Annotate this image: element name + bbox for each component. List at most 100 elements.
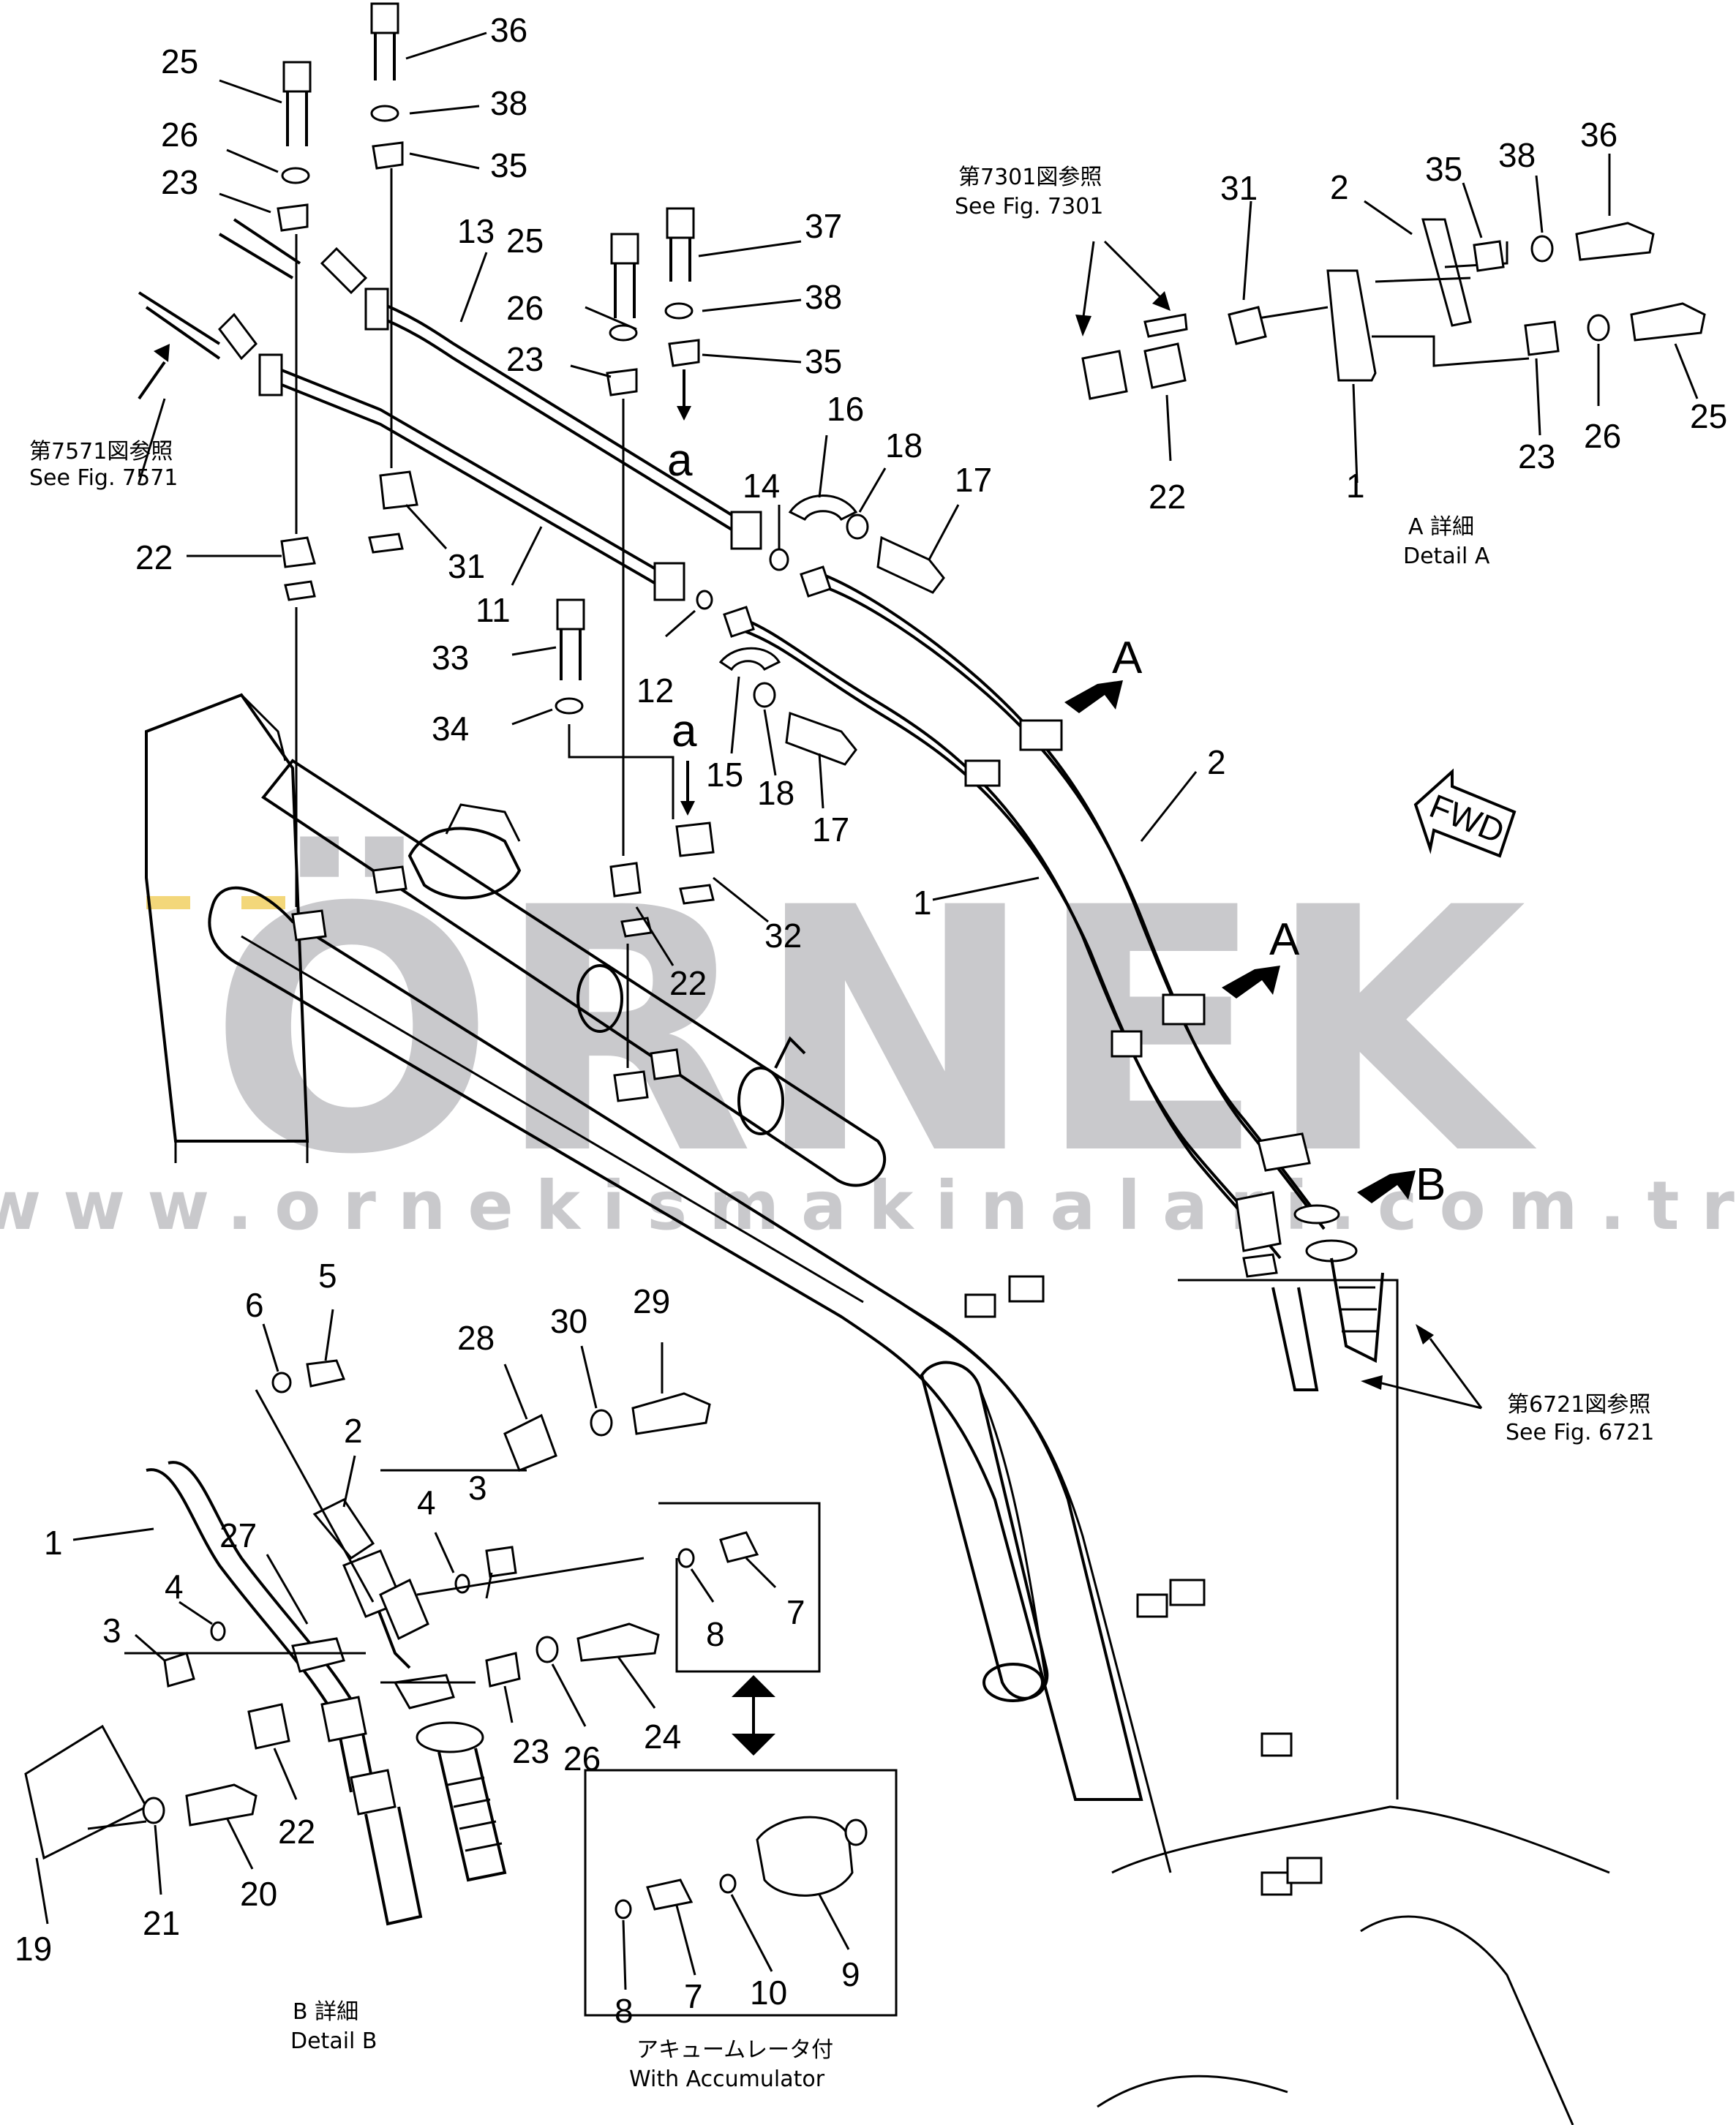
cylinder-ring	[576, 964, 623, 1033]
da-bolt-25	[1630, 302, 1706, 342]
leader	[511, 708, 553, 726]
part-label: 16	[827, 390, 864, 428]
da-bar-1	[1326, 269, 1377, 382]
boom-frame-edge	[240, 693, 287, 761]
part-label: 2	[344, 1412, 363, 1450]
clamp-plate	[620, 917, 653, 938]
leader	[818, 435, 828, 498]
ref-6721-en: See Fig. 6721	[1506, 1420, 1654, 1445]
bolt-shank	[286, 91, 308, 146]
part-label: 5	[318, 1257, 337, 1295]
flange	[218, 312, 258, 361]
db-plug-3	[485, 1546, 517, 1578]
ref-6721-jp: 第6721図参照	[1507, 1392, 1650, 1418]
part-label: 22	[669, 964, 707, 1002]
pipe-stub	[138, 291, 221, 360]
da-lines	[1258, 241, 1508, 320]
arrow-head	[1361, 1375, 1383, 1390]
line-clamp	[1008, 1275, 1045, 1303]
da-bar-2	[1421, 218, 1472, 327]
da-clamp-31	[1228, 306, 1267, 345]
db-hose-end	[364, 1806, 423, 1926]
ref-7301-en: See Fig. 7301	[955, 194, 1103, 219]
pipe-clamp	[1019, 719, 1063, 751]
part-label: 4	[417, 1483, 436, 1522]
part-labels: 25 26 23 36 38 35 13 25 37 26 38 23 35 1…	[15, 11, 1727, 2030]
leader	[154, 1824, 162, 1895]
line-clamp	[964, 1293, 996, 1318]
acc-fitting-7	[646, 1878, 694, 1911]
part-label: 1	[913, 884, 932, 922]
leader-lines	[138, 31, 1198, 966]
leader	[675, 1905, 696, 1976]
db-flange-round	[416, 1721, 484, 1753]
part-label: 22	[278, 1813, 315, 1851]
markers: a a A A B	[667, 435, 1446, 1210]
flange	[1293, 1204, 1340, 1225]
db-fitting	[379, 1578, 429, 1641]
rod-11-edge	[270, 379, 660, 587]
leader	[405, 31, 487, 60]
leader	[763, 709, 777, 776]
leader	[1352, 383, 1359, 484]
part-label: 26	[1584, 417, 1621, 455]
cylinder-clamp-top	[445, 803, 521, 842]
flange	[1305, 1239, 1358, 1263]
part-label: 19	[15, 1930, 52, 1968]
ref-arrow	[1378, 1381, 1482, 1410]
da-clamp-22	[1143, 342, 1187, 389]
part-label: 7	[786, 1593, 805, 1631]
bolt-shank	[669, 238, 691, 282]
leader	[266, 1554, 309, 1625]
bolt-shank	[374, 33, 396, 80]
db-pipe-1-edge	[168, 1461, 375, 1786]
leader	[405, 503, 448, 550]
bolt	[876, 535, 945, 594]
plate	[277, 203, 309, 232]
o-ring	[696, 590, 713, 610]
leader	[511, 646, 557, 656]
clamp-boom	[613, 1070, 649, 1102]
db-bracket-19	[24, 1724, 149, 1860]
line-clamp	[1286, 1857, 1323, 1884]
da-washer-38	[1530, 235, 1554, 263]
db-nut	[350, 1769, 397, 1816]
watermark-url: www.ornekismakinalari.com.tr	[0, 1167, 1736, 1245]
clamp-boom	[291, 909, 327, 941]
leader	[179, 1601, 213, 1625]
db-washer-21	[142, 1797, 165, 1824]
leader	[730, 1894, 773, 1972]
db-washer-30	[590, 1409, 613, 1437]
bolt-head	[556, 598, 585, 631]
arrow-head	[154, 344, 170, 362]
part-label: 17	[955, 461, 992, 499]
db-plug-3b	[163, 1652, 195, 1688]
leader	[409, 152, 480, 170]
leader	[713, 876, 769, 923]
part-label: 8	[615, 1992, 634, 2030]
leader	[702, 353, 802, 364]
hose-boot	[1330, 1257, 1384, 1364]
part-label: 13	[457, 212, 495, 250]
flange	[320, 247, 368, 295]
watermark: ÖRNEK www.ornekismakinalari.com.tr	[0, 833, 1736, 1245]
part-label: 15	[706, 756, 743, 794]
db-clamp-28	[503, 1413, 557, 1472]
part-label: 1	[1346, 467, 1365, 505]
part-label: 25	[1690, 397, 1727, 435]
pipe-flange	[800, 565, 832, 598]
part-label: 4	[165, 1568, 184, 1606]
db-hose-boot-ribs	[447, 1776, 503, 1852]
leader	[570, 364, 612, 378]
bolt-shank	[560, 629, 582, 680]
clamp-boom	[372, 865, 407, 894]
db-assembly-lines	[87, 1389, 645, 1830]
washer	[609, 324, 638, 342]
part-label: 12	[636, 672, 674, 710]
part-label: 11	[476, 591, 511, 629]
leader	[135, 1633, 165, 1662]
leader	[324, 1309, 334, 1361]
part-label: 25	[506, 222, 544, 260]
rod-flange	[730, 511, 762, 550]
